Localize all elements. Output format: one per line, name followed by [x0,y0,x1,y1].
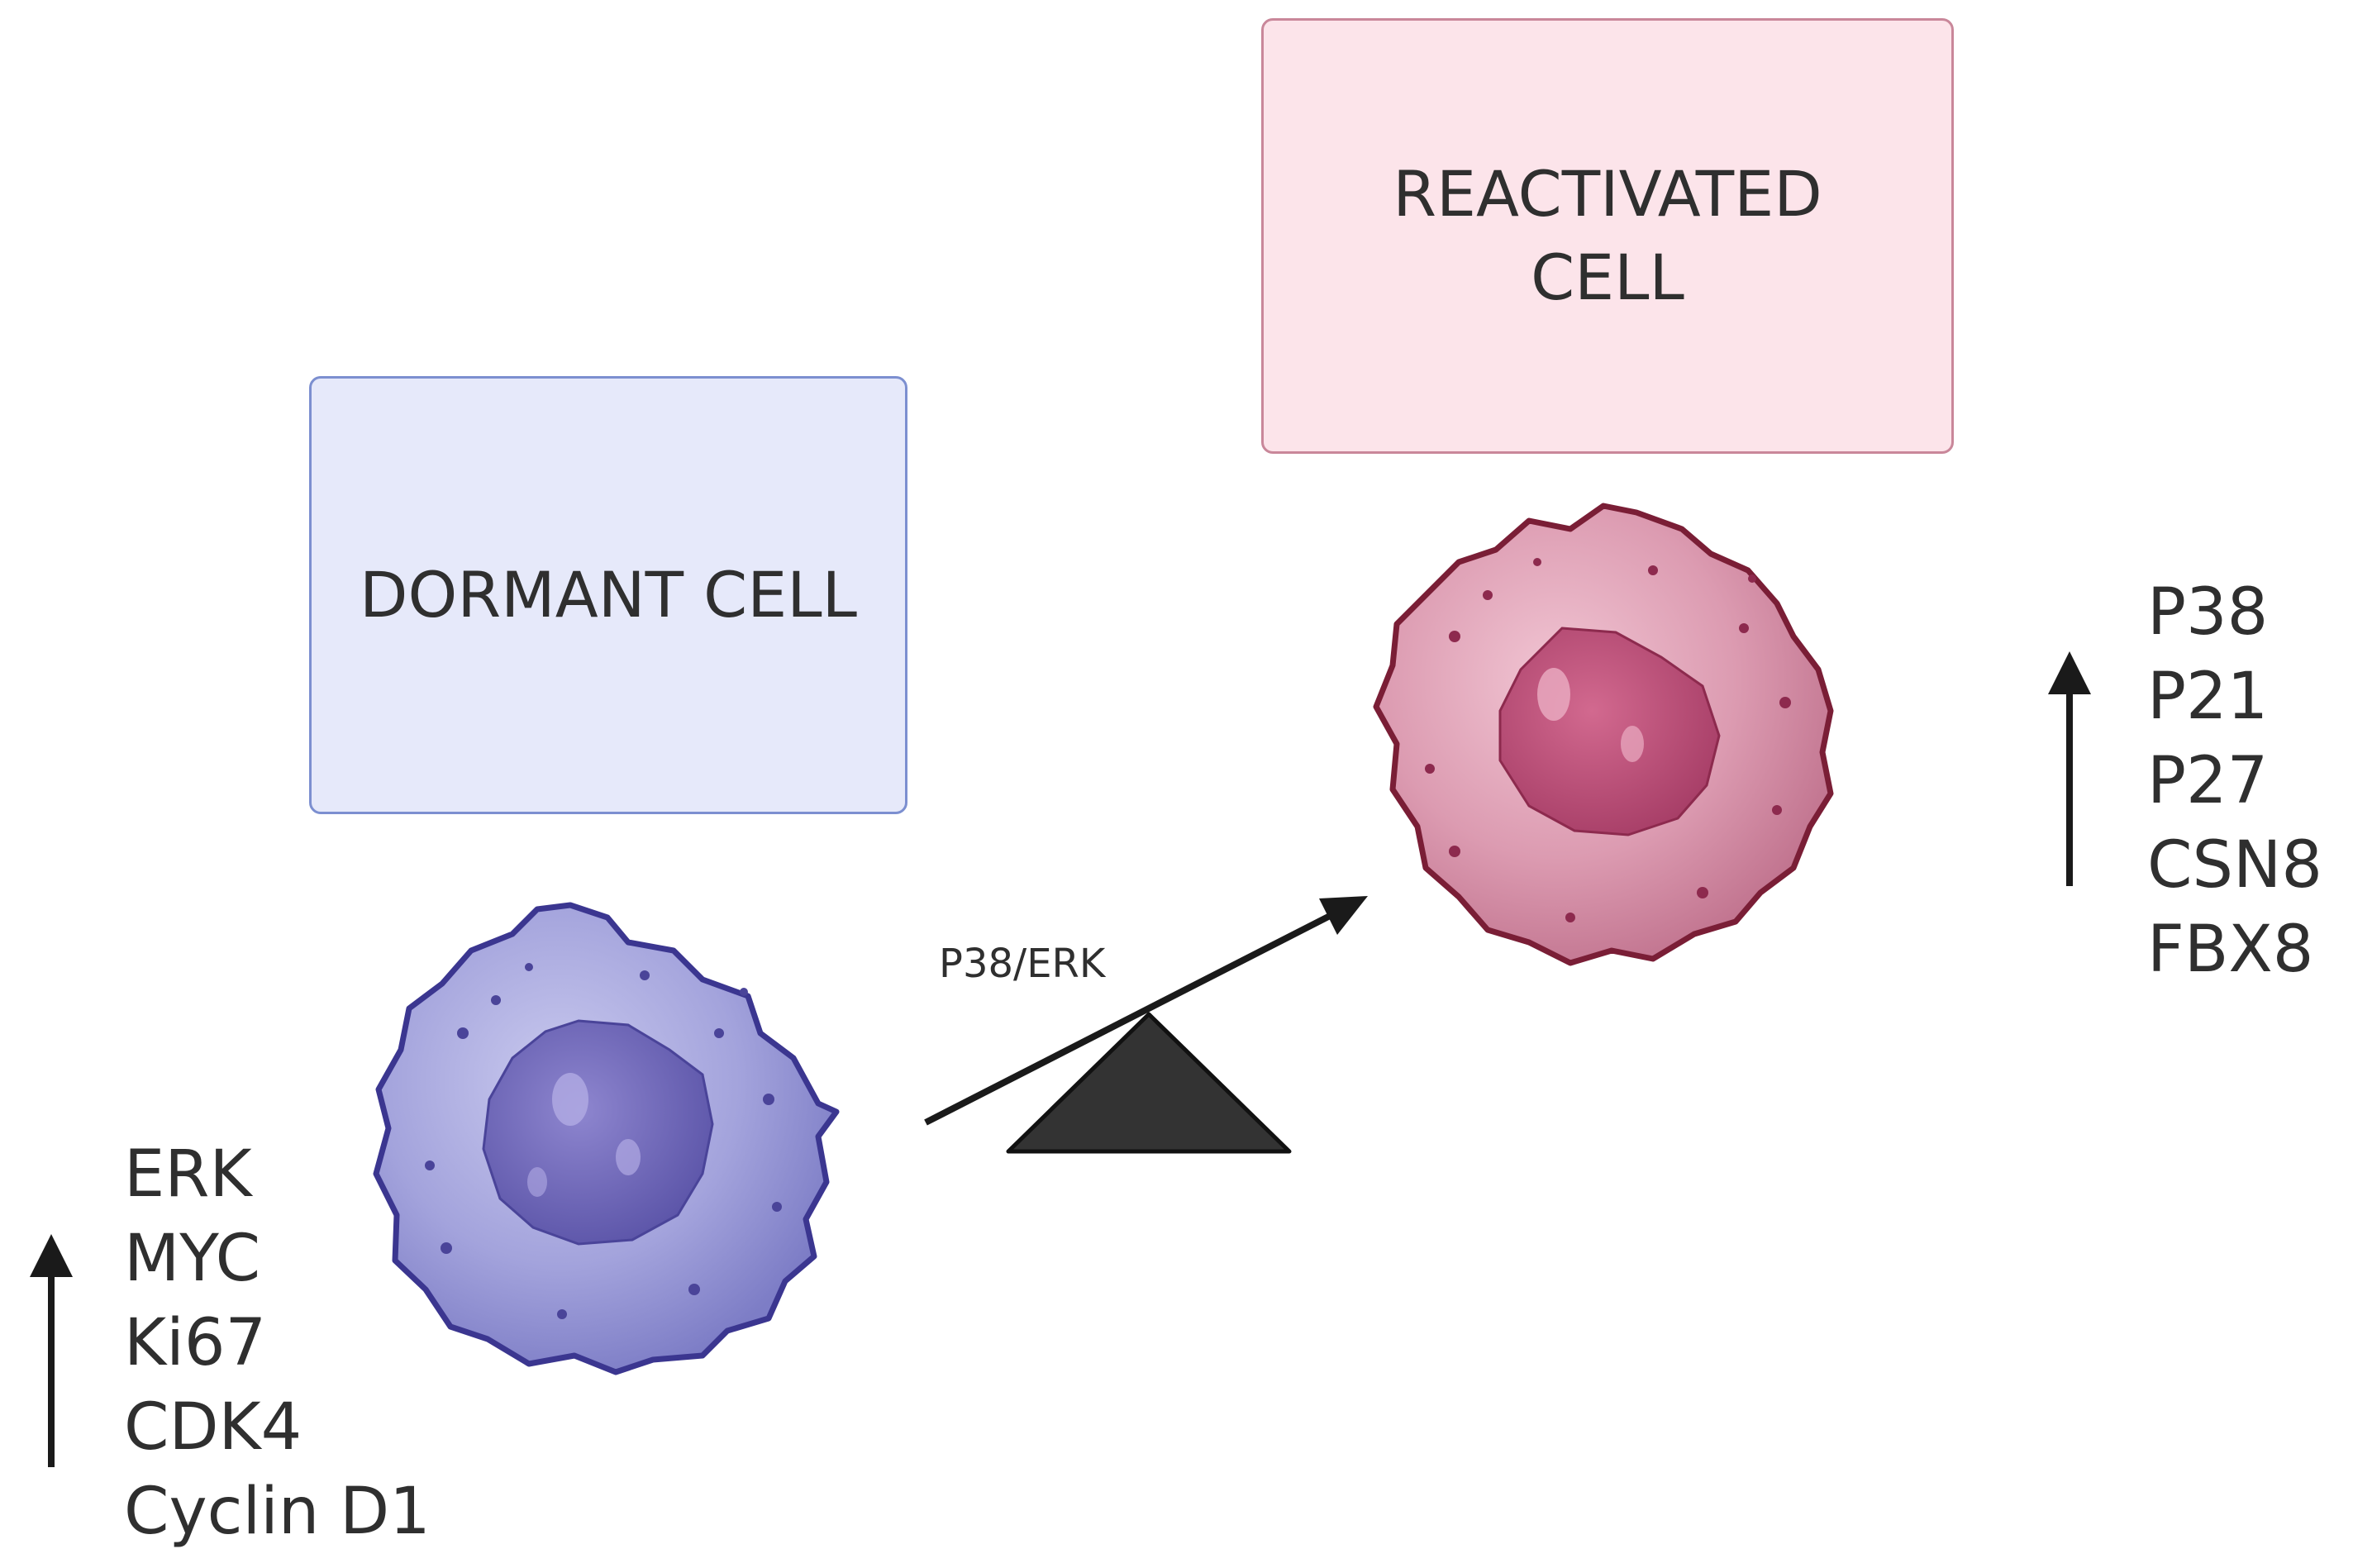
marker-item: Ki67 [124,1306,267,1380]
marker-item: CSN8 [2147,828,2322,903]
reactivated-cell-box: REACTIVATED CELL [1261,18,1954,454]
marker-item: Cyclin D1 [124,1475,431,1549]
reactivated-cell-label: REACTIVATED CELL [1393,157,1822,314]
dormant-cell-box: DORMANT CELL [309,376,907,814]
marker-item: ERK [124,1137,252,1212]
marker-item: CDK4 [124,1390,302,1465]
marker-item: P21 [2147,660,2269,734]
dormant-cell-icon [373,902,840,1375]
up-arrow-icon [2048,651,2091,886]
pathway-label: P38/ERK [939,941,1106,987]
marker-item: P38 [2147,575,2269,650]
marker-item: MYC [124,1222,261,1296]
marker-item: P27 [2147,744,2269,818]
dormant-marker-list: ERK MYC Ki67 CDK4 Cyclin D1 [124,1132,431,1554]
marker-item: FBX8 [2147,913,2314,987]
dormant-cell-label: DORMANT CELL [360,557,857,631]
pathway-arrow [924,896,1368,1126]
fulcrum-icon [1006,1012,1292,1154]
reactivated-marker-list: P38 P21 P27 CSN8 FBX8 [2147,570,2322,992]
up-arrow-icon [30,1234,73,1467]
reactivated-cell-icon [1373,503,1834,966]
